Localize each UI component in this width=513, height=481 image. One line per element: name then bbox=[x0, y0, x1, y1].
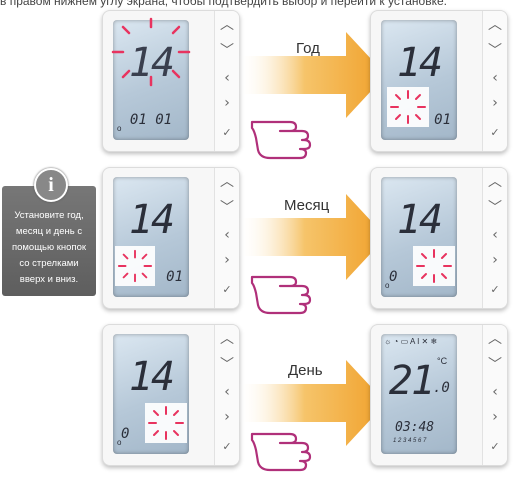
arrow-right-icon bbox=[238, 32, 386, 118]
thermostat-before-year: 14 01 01 o ︿ ﹀ ‹ › ✓ bbox=[102, 10, 240, 152]
chevron-left-icon[interactable]: ‹ bbox=[492, 384, 498, 400]
lcd-small-digits: 01 bbox=[434, 112, 451, 128]
thermostat-before-month: 14 01 ︿ ﹀ ‹ › ✓ bbox=[102, 167, 240, 309]
lcd-big-digits: 14 bbox=[128, 197, 175, 243]
lcd-small-digits: 01 01 bbox=[129, 112, 173, 128]
device-button-panel: ︿ ﹀ ‹ › ✓ bbox=[214, 325, 239, 465]
info-icon: i bbox=[34, 168, 68, 202]
checkmark-icon[interactable]: ✓ bbox=[490, 126, 500, 139]
thermostat-before-day: 14 0 o ︿ ﹀ ‹ › ✓ bbox=[102, 324, 240, 466]
top-caption: в правом нижнем углу экрана, чтобы подтв… bbox=[0, 0, 447, 8]
chevron-down-icon[interactable]: ﹀ bbox=[220, 200, 234, 216]
lcd-screen: 14 01 01 o bbox=[113, 20, 189, 140]
chevron-right-icon[interactable]: › bbox=[492, 409, 498, 425]
device-button-panel: ︿ ﹀ ‹ › ✓ bbox=[482, 168, 507, 308]
chevron-up-icon[interactable]: ︿ bbox=[488, 17, 502, 33]
chevron-down-icon[interactable]: ﹀ bbox=[488, 357, 502, 373]
chevron-down-icon[interactable]: ﹀ bbox=[488, 200, 502, 216]
pointing-hand-icon bbox=[250, 120, 312, 160]
arrow-right-icon bbox=[238, 194, 386, 280]
gear-icon: o bbox=[117, 438, 122, 447]
chevron-left-icon[interactable]: ‹ bbox=[224, 70, 230, 86]
chevron-right-icon[interactable]: › bbox=[492, 95, 498, 111]
lcd-temperature-decimal: .0 bbox=[433, 380, 450, 396]
lcd-small-digits: 01 bbox=[166, 269, 183, 285]
chevron-up-icon[interactable]: ︿ bbox=[220, 331, 234, 347]
thermostat-after-day: ☼ ◔ ▭ A I ✕ ❄ 21 .0 °C 03:48 1 2 3 4 5 6… bbox=[370, 324, 508, 466]
flash-burst-icon bbox=[416, 249, 452, 283]
step-label-year: Год bbox=[296, 40, 320, 57]
chevron-down-icon[interactable]: ﹀ bbox=[488, 43, 502, 59]
lcd-big-digits: 14 bbox=[396, 40, 443, 86]
flash-burst-icon bbox=[390, 90, 426, 124]
checkmark-icon[interactable]: ✓ bbox=[490, 440, 500, 453]
pointing-hand-icon bbox=[250, 432, 312, 472]
chevron-left-icon[interactable]: ‹ bbox=[492, 227, 498, 243]
pointing-hand-icon bbox=[250, 275, 312, 315]
checkmark-icon[interactable]: ✓ bbox=[222, 283, 232, 296]
lcd-big-digits: 14 bbox=[128, 354, 175, 400]
lcd-unit: °C bbox=[437, 356, 448, 366]
device-button-panel: ︿ ﹀ ‹ › ✓ bbox=[214, 11, 239, 151]
checkmark-icon[interactable]: ✓ bbox=[222, 126, 232, 139]
status-icons-row: ☼ ◔ ▭ A I ✕ ❄ bbox=[384, 337, 438, 346]
chevron-left-icon[interactable]: ‹ bbox=[224, 227, 230, 243]
chevron-up-icon[interactable]: ︿ bbox=[488, 331, 502, 347]
chevron-down-icon[interactable]: ﹀ bbox=[220, 357, 234, 373]
thermostat-after-month: 14 0 o ︿ ﹀ ‹ › ✓ bbox=[370, 167, 508, 309]
lcd-screen: ☼ ◔ ▭ A I ✕ ❄ 21 .0 °C 03:48 1 2 3 4 5 6… bbox=[381, 334, 457, 454]
step-label-month: Месяц bbox=[284, 197, 330, 214]
chevron-left-icon[interactable]: ‹ bbox=[224, 384, 230, 400]
lcd-small-digits: 0 bbox=[389, 269, 398, 285]
chevron-left-icon[interactable]: ‹ bbox=[492, 70, 498, 86]
chevron-up-icon[interactable]: ︿ bbox=[488, 174, 502, 190]
lcd-temperature: 21 bbox=[388, 358, 435, 404]
flash-burst-icon bbox=[111, 17, 191, 87]
chevron-down-icon[interactable]: ﹀ bbox=[220, 43, 234, 59]
device-button-panel: ︿ ﹀ ‹ › ✓ bbox=[482, 11, 507, 151]
gear-icon: o bbox=[117, 124, 122, 133]
thermostat-after-year: 14 01 ︿ ﹀ ‹ › ✓ bbox=[370, 10, 508, 152]
lcd-small-digits: 0 bbox=[121, 426, 130, 442]
chevron-right-icon[interactable]: › bbox=[492, 252, 498, 268]
flash-burst-icon bbox=[148, 406, 184, 440]
info-callout: Установите год, месяц и день с помощью к… bbox=[2, 168, 96, 296]
info-box: Установите год, месяц и день с помощью к… bbox=[2, 186, 96, 296]
checkmark-icon[interactable]: ✓ bbox=[490, 283, 500, 296]
gear-icon: o bbox=[385, 281, 390, 290]
device-button-panel: ︿ ﹀ ‹ › ✓ bbox=[482, 325, 507, 465]
lcd-time: 03:48 bbox=[395, 420, 435, 435]
lcd-weekdays: 1 2 3 4 5 6 7 bbox=[393, 438, 427, 444]
lcd-big-digits: 14 bbox=[396, 197, 443, 243]
step-label-day: День bbox=[288, 362, 323, 379]
chevron-up-icon[interactable]: ︿ bbox=[220, 17, 234, 33]
flash-burst-icon bbox=[117, 249, 153, 283]
chevron-right-icon[interactable]: › bbox=[224, 95, 230, 111]
chevron-up-icon[interactable]: ︿ bbox=[220, 174, 234, 190]
chevron-right-icon[interactable]: › bbox=[224, 409, 230, 425]
chevron-right-icon[interactable]: › bbox=[224, 252, 230, 268]
checkmark-icon[interactable]: ✓ bbox=[222, 440, 232, 453]
info-text: Установите год, месяц и день с помощью к… bbox=[11, 210, 87, 285]
device-button-panel: ︿ ﹀ ‹ › ✓ bbox=[214, 168, 239, 308]
arrow-right-icon bbox=[238, 360, 386, 446]
